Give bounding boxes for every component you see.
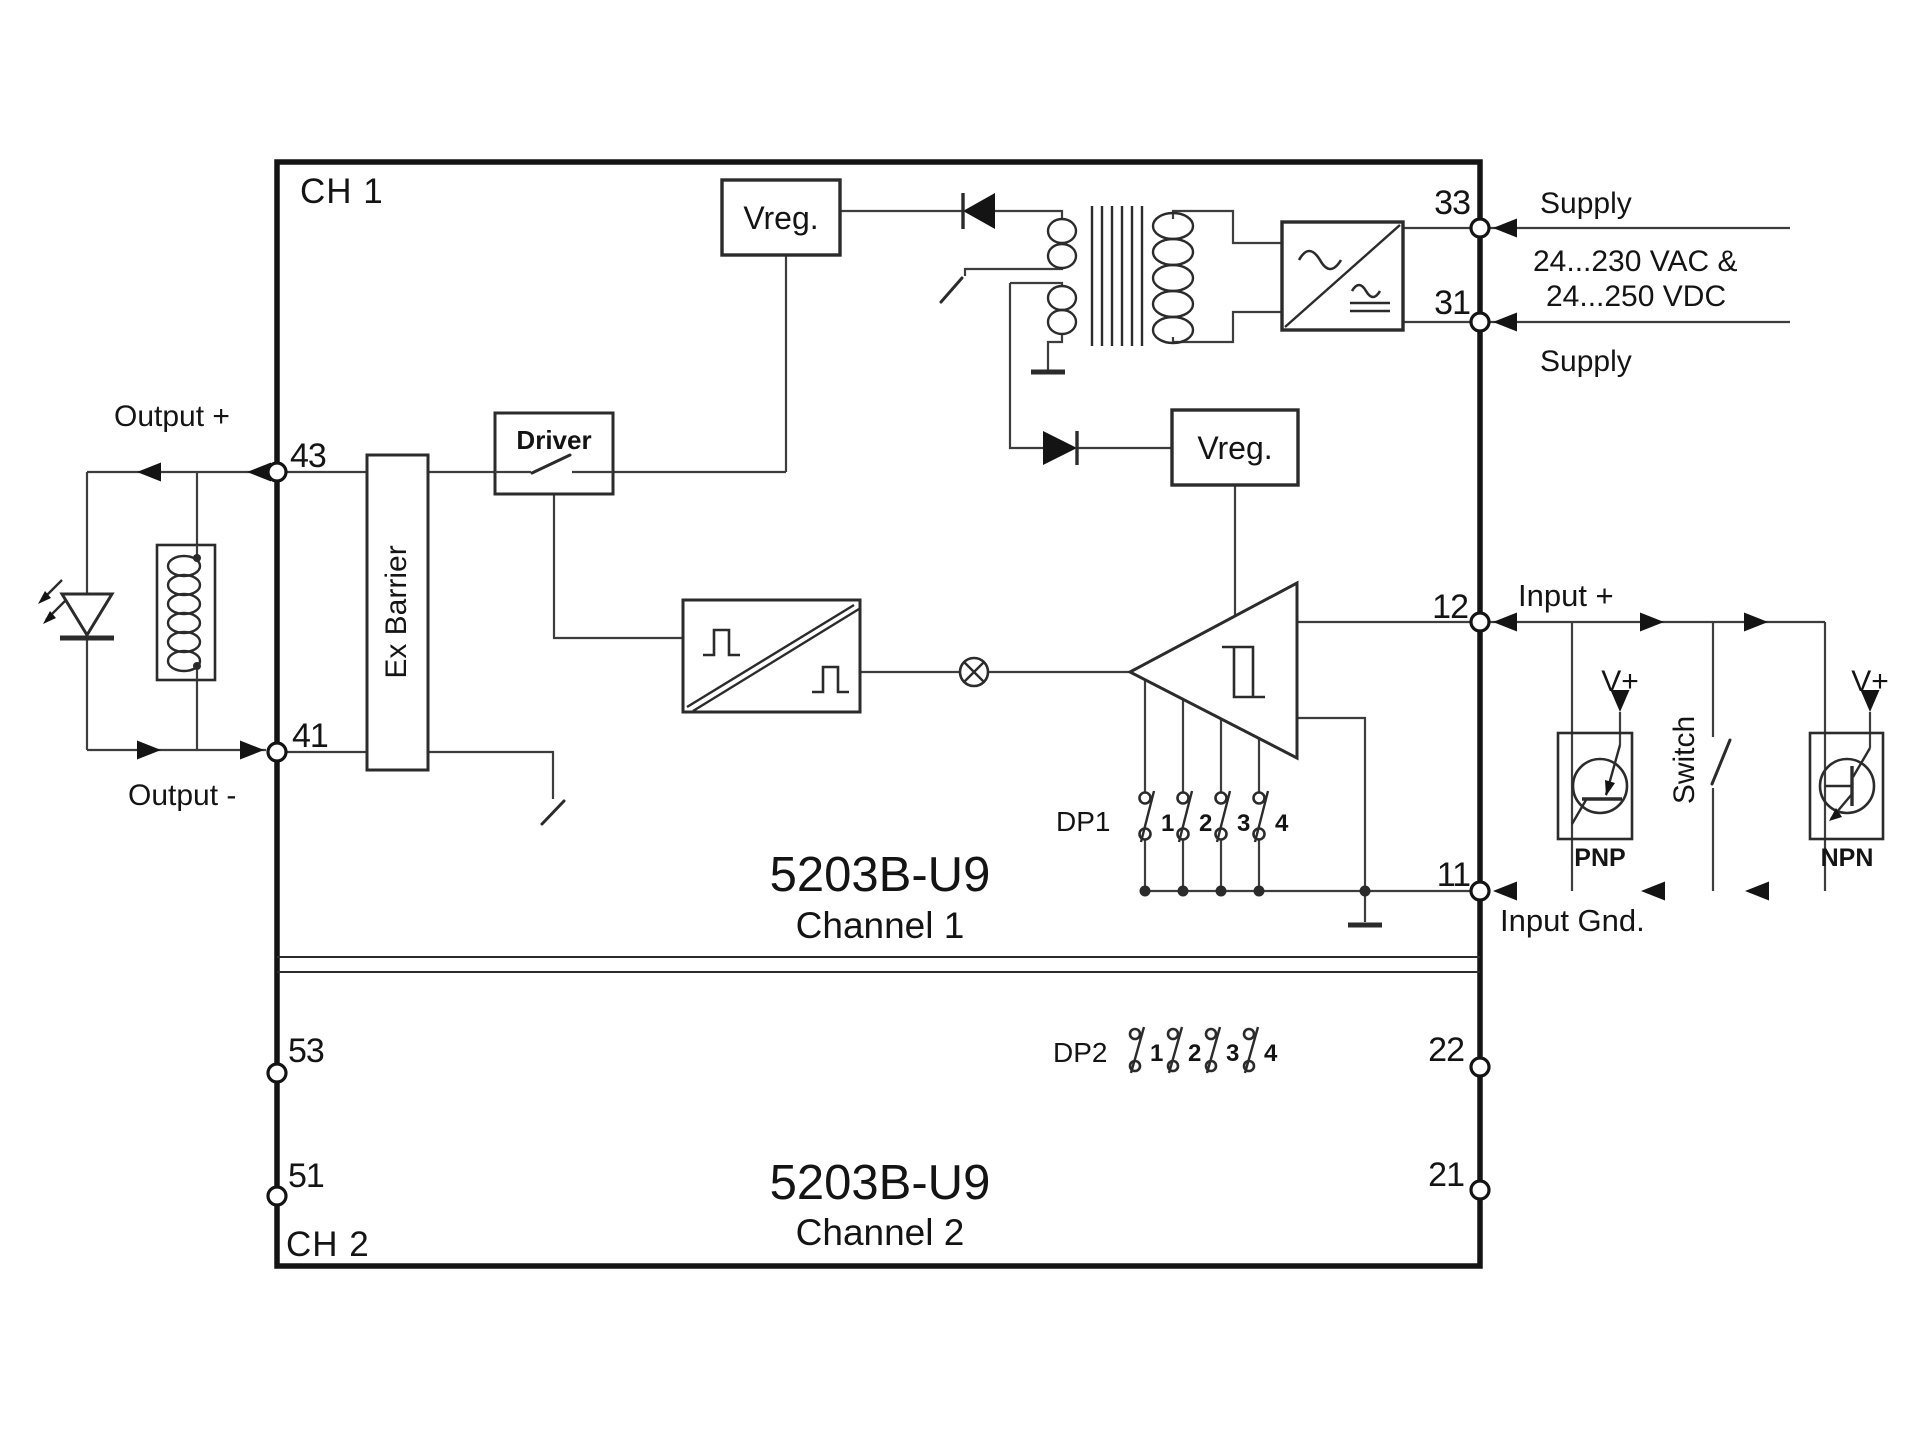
ex-barrier-block <box>365 453 430 772</box>
supply-bottom-label: Supply <box>1540 345 1632 378</box>
switch-label: Switch <box>1668 716 1701 804</box>
vplus-pnp-label: V+ <box>1601 665 1639 698</box>
output-minus-label: Output - <box>128 779 236 812</box>
terminal-41 <box>266 741 288 763</box>
dp2-switch-1-label: 1 <box>1150 1040 1163 1067</box>
channel2-corner-label: CH 2 <box>286 1225 370 1264</box>
voltage-ac-label: 24...230 VAC & <box>1533 245 1738 278</box>
dp1-switch-1-label: 1 <box>1161 810 1174 837</box>
terminal-12-label: 12 <box>1432 588 1468 626</box>
ex-barrier-label: Ex Barrier <box>380 545 413 678</box>
model-channel1-label: 5203B-U9 <box>770 848 991 902</box>
ac-wave-icon <box>1297 249 1343 271</box>
vreg-top-label: Vreg. <box>743 200 818 236</box>
dip-switch-bank-dp2 <box>1128 1026 1260 1074</box>
supply-top-label: Supply <box>1540 187 1632 220</box>
dip-switch-bank-dp1 <box>1138 790 1270 843</box>
dc-wave-icon <box>1350 283 1390 313</box>
terminal-41-label: 41 <box>292 717 328 755</box>
dp2-switch-3-label: 3 <box>1226 1040 1239 1067</box>
input-gnd-label: Input Gnd. <box>1500 903 1645 938</box>
channel2-caption: Channel 2 <box>796 1212 965 1253</box>
terminal-33-label: 33 <box>1434 184 1470 222</box>
diode-icon <box>1043 431 1079 465</box>
terminal-31 <box>1469 311 1491 333</box>
voltage-dc-label: 24...250 VDC <box>1546 280 1726 313</box>
pnp-sensor <box>1556 731 1634 841</box>
wires <box>85 209 1872 922</box>
channel1-corner-label: CH 1 <box>300 172 384 211</box>
vreg-mid-block <box>1170 408 1300 487</box>
channel1-caption: Channel 1 <box>796 905 965 946</box>
vreg-mid-label: Vreg. <box>1197 430 1272 466</box>
dp1-switch-4-label: 4 <box>1275 810 1289 837</box>
driver-label: Driver <box>516 425 591 455</box>
dp2-switch-4-label: 4 <box>1264 1040 1278 1067</box>
model-channel2-label: 5203B-U9 <box>770 1156 991 1210</box>
terminal-12 <box>1469 611 1491 633</box>
pulse-isolator-icon <box>681 598 862 714</box>
terminal-51-label: 51 <box>288 1157 324 1195</box>
terminals <box>266 217 1491 1207</box>
chopper-switch-icon <box>939 276 964 304</box>
npn-label: NPN <box>1821 844 1874 872</box>
barrier-switch-icon <box>540 799 566 826</box>
terminal-51 <box>266 1185 288 1207</box>
switch-icon <box>1710 738 1732 786</box>
terminal-21-label: 21 <box>1428 1156 1464 1194</box>
junction-dots <box>1139 885 1371 897</box>
input-plus-label: Input + <box>1518 578 1614 613</box>
terminal-21 <box>1469 1179 1491 1201</box>
output-plus-label: Output + <box>114 400 230 433</box>
coil-icon <box>155 543 217 682</box>
terminal-53-label: 53 <box>288 1032 324 1070</box>
terminal-22 <box>1469 1056 1491 1078</box>
transformer-icon <box>1046 206 1195 346</box>
dp2-switch-2-label: 2 <box>1188 1040 1201 1067</box>
diode-icon <box>961 193 995 229</box>
terminal-31-label: 31 <box>1434 284 1470 322</box>
flow-arrows <box>137 218 1880 901</box>
terminal-53 <box>266 1062 288 1084</box>
dp1-switch-3-label: 3 <box>1237 810 1250 837</box>
hysteresis-comparator-icon <box>1126 580 1299 761</box>
device-frame <box>274 159 1483 1269</box>
driver-block <box>493 411 615 496</box>
vreg-top-block <box>720 178 842 257</box>
terminal-33 <box>1469 217 1491 239</box>
led-icon <box>38 579 115 641</box>
vplus-npn-label: V+ <box>1851 665 1889 698</box>
terminal-43 <box>266 461 288 483</box>
terminal-43-label: 43 <box>290 437 326 475</box>
terminal-11 <box>1469 880 1491 902</box>
multiplier-icon <box>958 656 990 688</box>
pnp-label: PNP <box>1574 844 1625 872</box>
terminal-22-label: 22 <box>1428 1031 1464 1069</box>
dp2-label: DP2 <box>1053 1037 1107 1068</box>
acdc-converter-icon <box>1280 220 1405 332</box>
npn-sensor <box>1808 731 1885 841</box>
dp1-switch-2-label: 2 <box>1199 810 1212 837</box>
dp1-label: DP1 <box>1056 806 1110 837</box>
terminal-11-label: 11 <box>1437 856 1470 894</box>
